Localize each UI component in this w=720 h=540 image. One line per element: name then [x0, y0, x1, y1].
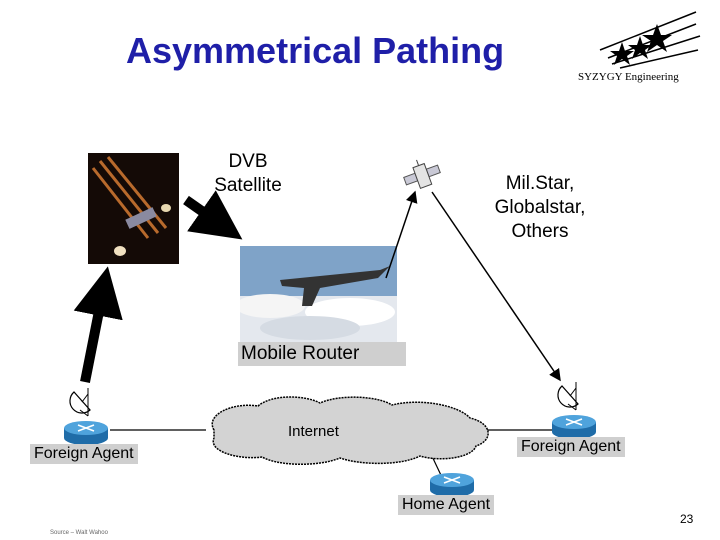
internet-label: Internet: [288, 423, 339, 440]
company-name: SYZYGY Engineering: [578, 71, 679, 83]
jet-photo: [240, 246, 397, 342]
router-icon: [430, 473, 474, 497]
comm-satellite-icon: [403, 159, 441, 189]
milstar-line-3: Others: [511, 221, 569, 242]
dvb-downlink-arrow: [183, 190, 243, 240]
source-footnote: Source – Walt Wahoo: [50, 530, 108, 536]
satellite-dish-icon: [69, 388, 91, 417]
dvb-line-1: DVB: [228, 151, 268, 172]
milstar-label: Mil.Star, Globalstar, Others: [470, 172, 610, 244]
dvb-line-2: Satellite: [214, 175, 282, 196]
router-icon: [64, 421, 108, 445]
page-number: 23: [680, 512, 694, 526]
page-title: Asymmetrical Pathing: [126, 30, 505, 71]
foreign-agent-left-label: Foreign Agent: [30, 444, 138, 464]
airplane-icon: [280, 266, 390, 306]
satellite-dish-icon: [557, 382, 579, 411]
milstar-line-2: Globalstar,: [494, 197, 586, 218]
dvb-satellite-label: DVB Satellite: [188, 150, 308, 198]
router-icon: [552, 415, 596, 439]
foreign-agent-right-label: Foreign Agent: [517, 437, 625, 457]
home-agent-label: Home Agent: [398, 495, 495, 515]
internet-to-home-agent-link: [429, 451, 449, 491]
satellite-photo: [88, 153, 179, 264]
uplink-arrow: [73, 266, 123, 383]
milstar-line-1: Mil.Star,: [505, 173, 575, 194]
mobile-router-label: Mobile Router: [238, 342, 406, 366]
